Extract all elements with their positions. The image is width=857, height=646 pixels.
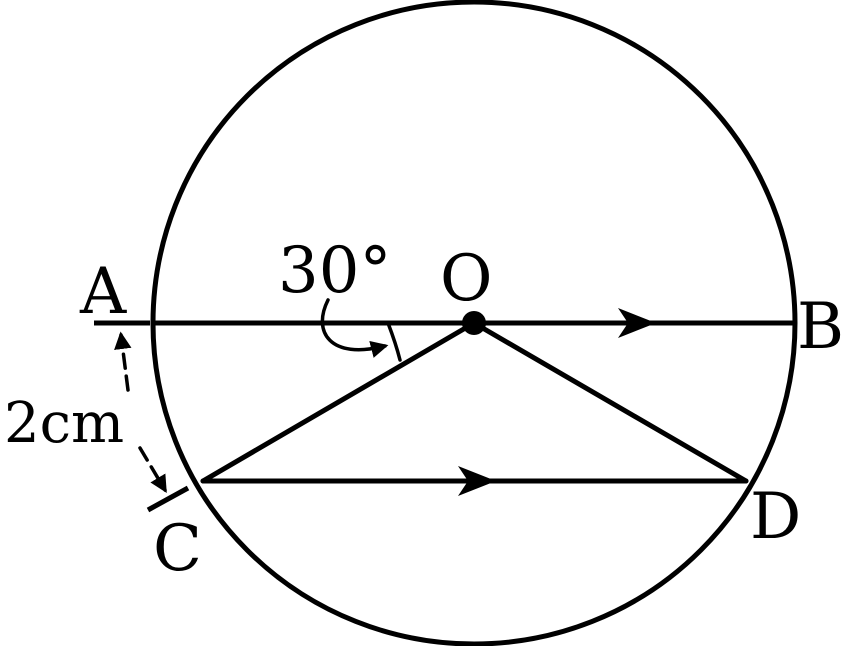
parallel-arrow-ab [618, 308, 656, 338]
angle-pointer-arrow [320, 298, 389, 358]
tick-mark-c [146, 485, 190, 513]
label-point-o: O [440, 242, 492, 316]
label-point-b: B [797, 290, 844, 364]
label-arc-length: 2cm [4, 391, 124, 456]
segment-oc [200, 320, 477, 484]
label-point-d: D [750, 480, 801, 554]
segment-od [471, 320, 749, 484]
arc-length-arrow-upper [114, 331, 132, 392]
parallel-arrow-cd [458, 466, 496, 496]
label-point-c: C [153, 512, 202, 586]
label-angle: 30° [278, 234, 391, 308]
arc-length-arrow-lower [138, 446, 167, 494]
angle-arc [386, 321, 402, 362]
label-point-a: A [79, 255, 127, 329]
center-point-o [462, 311, 486, 335]
